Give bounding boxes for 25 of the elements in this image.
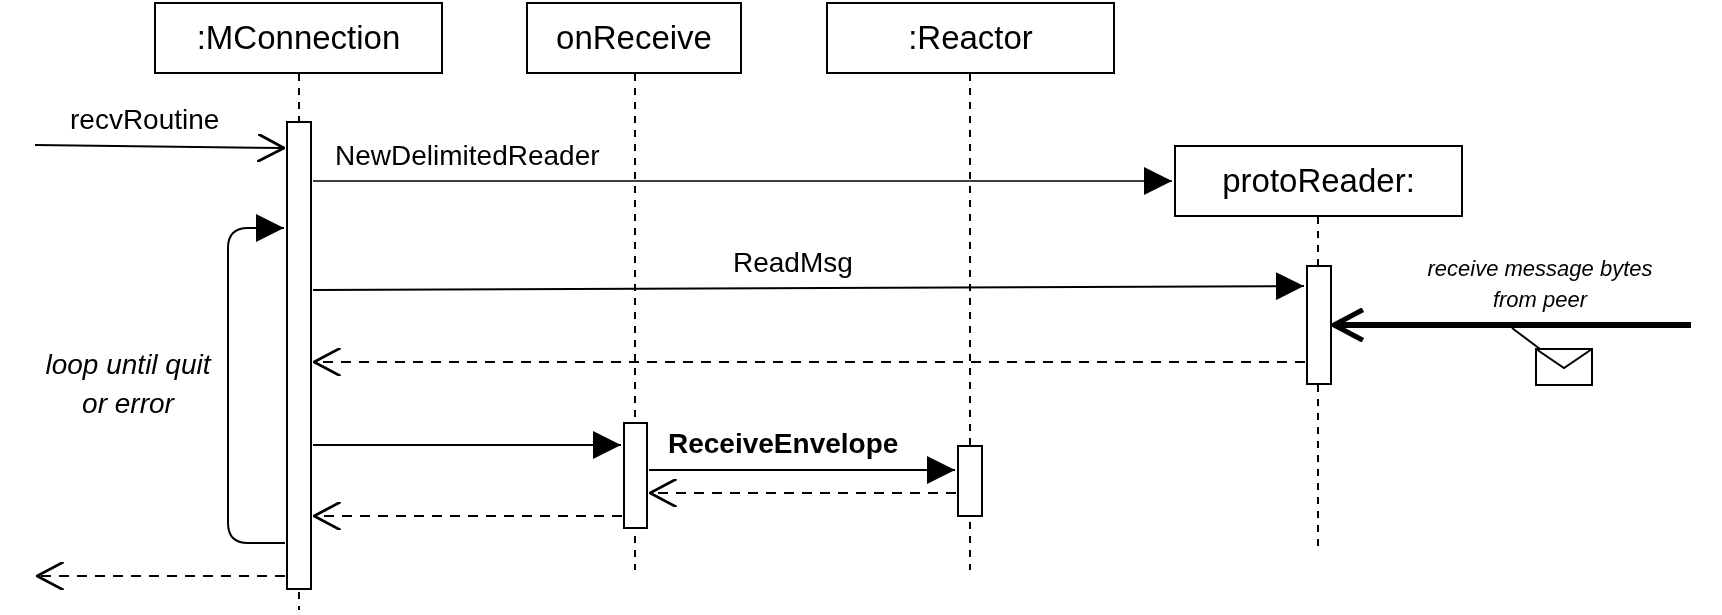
lifeline-head-box: protoReader: [1174,145,1463,217]
message-arrow [1331,307,1691,343]
message-label: ReceiveEnvelope [668,427,899,461]
message-arrow [35,560,286,592]
message-label: loop until quit or error [44,348,213,422]
lifeline-head-box: :MConnection [154,2,443,74]
message-arrow [34,132,286,164]
message-arrow [312,431,622,459]
message-arrow [312,272,1305,301]
message-arrow [648,477,957,509]
message-arrow [227,214,286,544]
activation-bar [623,422,648,529]
message-arrow [648,456,956,484]
message-arrow [312,167,1173,195]
lifeline-head-box: onReceive [526,2,742,74]
message-label: NewDelimitedReader [335,139,600,173]
message-label: ReadMsg [733,246,853,280]
activation-bar [957,445,983,517]
message-arrow [312,500,623,532]
activation-bar [286,121,312,590]
message-arrow [312,346,1306,378]
activation-bar [1306,265,1332,385]
message-label: receive message bytes from peer [1426,255,1654,314]
lifeline-head-box: :Reactor [826,2,1115,74]
message-label: recvRoutine [70,103,220,137]
